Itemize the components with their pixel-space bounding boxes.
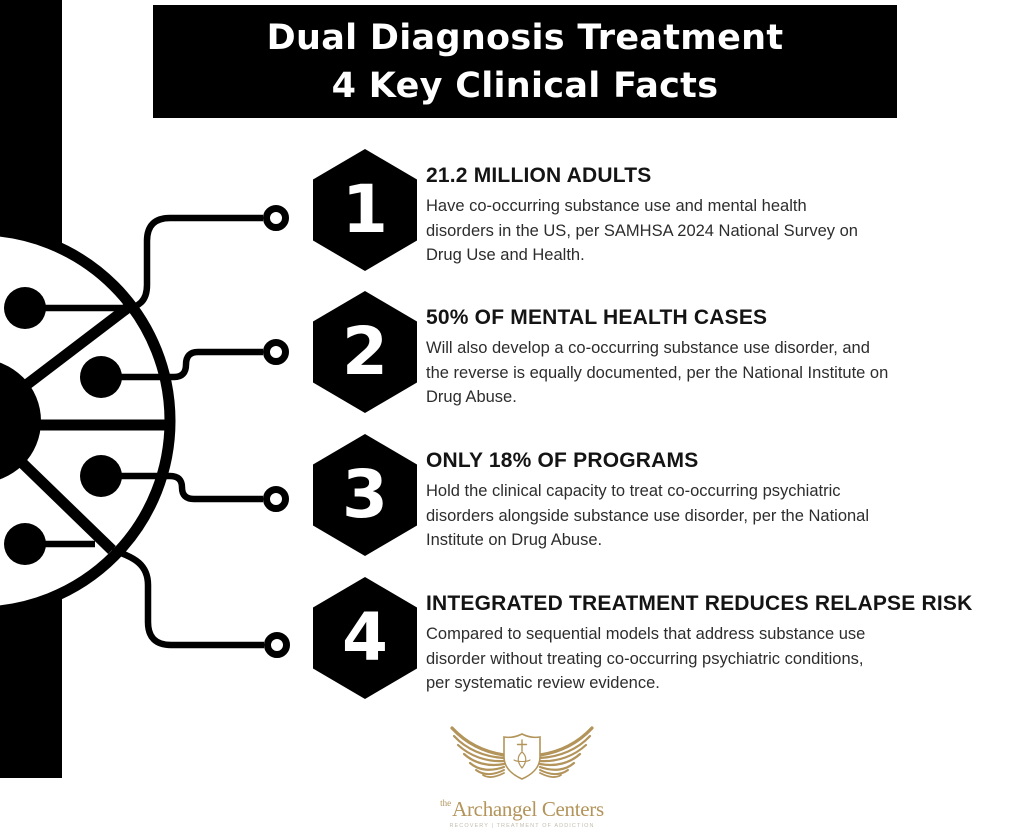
- fact-number-3: 3: [342, 456, 388, 533]
- brain-circuit-graphic: [0, 0, 290, 778]
- fact-number-1: 1: [342, 171, 388, 248]
- fact-number-4: 4: [342, 599, 388, 676]
- fact-body-line: Hold the clinical capacity to treat co-o…: [426, 482, 841, 500]
- circuit-dot-4: [4, 523, 46, 565]
- logo: theArchangel Centers RECOVERY | TREATMEN…: [430, 718, 614, 829]
- fact-heading-4: INTEGRATED TREATMENT REDUCES RELAPSE RIS…: [426, 592, 973, 615]
- fact-row-2: 2 50% OF MENTAL HEALTH CASES Will also d…: [313, 291, 1013, 413]
- fact-row-1: 1 21.2 MILLION ADULTS Have co-occurring …: [313, 149, 1013, 271]
- trace-1: [25, 214, 263, 312]
- shield-emblem: [503, 733, 541, 780]
- hexagon-badge-1: 1: [313, 149, 417, 271]
- hexagon-badge-2: 2: [313, 291, 417, 413]
- fact-body-line: the reverse is equally documented, per t…: [426, 363, 889, 382]
- fact-body-line: Have co-occurring substance use and ment…: [426, 197, 807, 215]
- circuit-dot-2: [80, 356, 122, 398]
- fact-row-3: 3 ONLY 18% OF PROGRAMS Hold the clinical…: [313, 434, 1013, 556]
- title-line-1: Dual Diagnosis Treatment: [266, 17, 784, 58]
- fact-text-1: 21.2 MILLION ADULTS Have co-occurring su…: [426, 163, 1006, 268]
- fact-text-2: 50% OF MENTAL HEALTH CASES Will also dev…: [426, 305, 1006, 410]
- fact-body-line: per systematic review evidence.: [426, 674, 660, 692]
- fact-row-4: 4 INTEGRATED TREATMENT REDUCES RELAPSE R…: [313, 577, 1013, 699]
- logo-wordmark: theArchangel Centers: [430, 793, 614, 821]
- circuit-dot-1: [4, 287, 46, 329]
- node-ring-4: [264, 632, 290, 658]
- fact-heading-2: 50% OF MENTAL HEALTH CASES: [426, 306, 768, 329]
- fact-body-line: Will also develop a co-occurring substan…: [426, 339, 870, 357]
- fact-text-4: INTEGRATED TREATMENT REDUCES RELAPSE RIS…: [426, 591, 1006, 696]
- fact-body-line: Compared to sequential models that addre…: [426, 625, 866, 643]
- fact-body-line: Drug Use and Health.: [426, 246, 585, 264]
- hexagon-badge-3: 3: [313, 434, 417, 556]
- fact-number-2: 2: [342, 313, 388, 390]
- right-wing: [538, 726, 594, 778]
- fact-body-line: Drug Abuse.: [426, 388, 517, 406]
- circuit-dot-3: [80, 455, 122, 497]
- node-ring-3: [263, 486, 289, 512]
- logo-the: the: [440, 798, 452, 808]
- wings-shield-icon: [450, 726, 594, 780]
- logo-name: Archangel Centers: [452, 797, 604, 821]
- hexagon-badge-4: 4: [313, 577, 417, 699]
- circuit-hub: [0, 362, 41, 480]
- left-wing: [450, 726, 506, 778]
- trace-2: [101, 348, 263, 381]
- fact-body-line: disorders in the US, per SAMHSA 2024 Nat…: [426, 221, 858, 240]
- title-line-2: 4 Key Clinical Facts: [331, 65, 719, 106]
- fact-text-3: ONLY 18% OF PROGRAMS Hold the clinical c…: [426, 448, 1006, 553]
- node-ring-1: [263, 205, 289, 231]
- node-ring-2: [263, 339, 289, 365]
- fact-heading-3: ONLY 18% OF PROGRAMS: [426, 449, 699, 472]
- fact-body-line: disorders alongside substance use disord…: [426, 506, 870, 525]
- fact-body-line: Institute on Drug Abuse.: [426, 531, 603, 549]
- fact-heading-1: 21.2 MILLION ADULTS: [426, 164, 652, 187]
- fact-body-line: disorder without treating co-occurring p…: [426, 649, 864, 668]
- logo-tagline: RECOVERY | TREATMENT OF ADDICTION: [449, 823, 595, 829]
- trace-3: [101, 472, 263, 503]
- title-banner: Dual Diagnosis Treatment 4 Key Clinical …: [153, 5, 897, 118]
